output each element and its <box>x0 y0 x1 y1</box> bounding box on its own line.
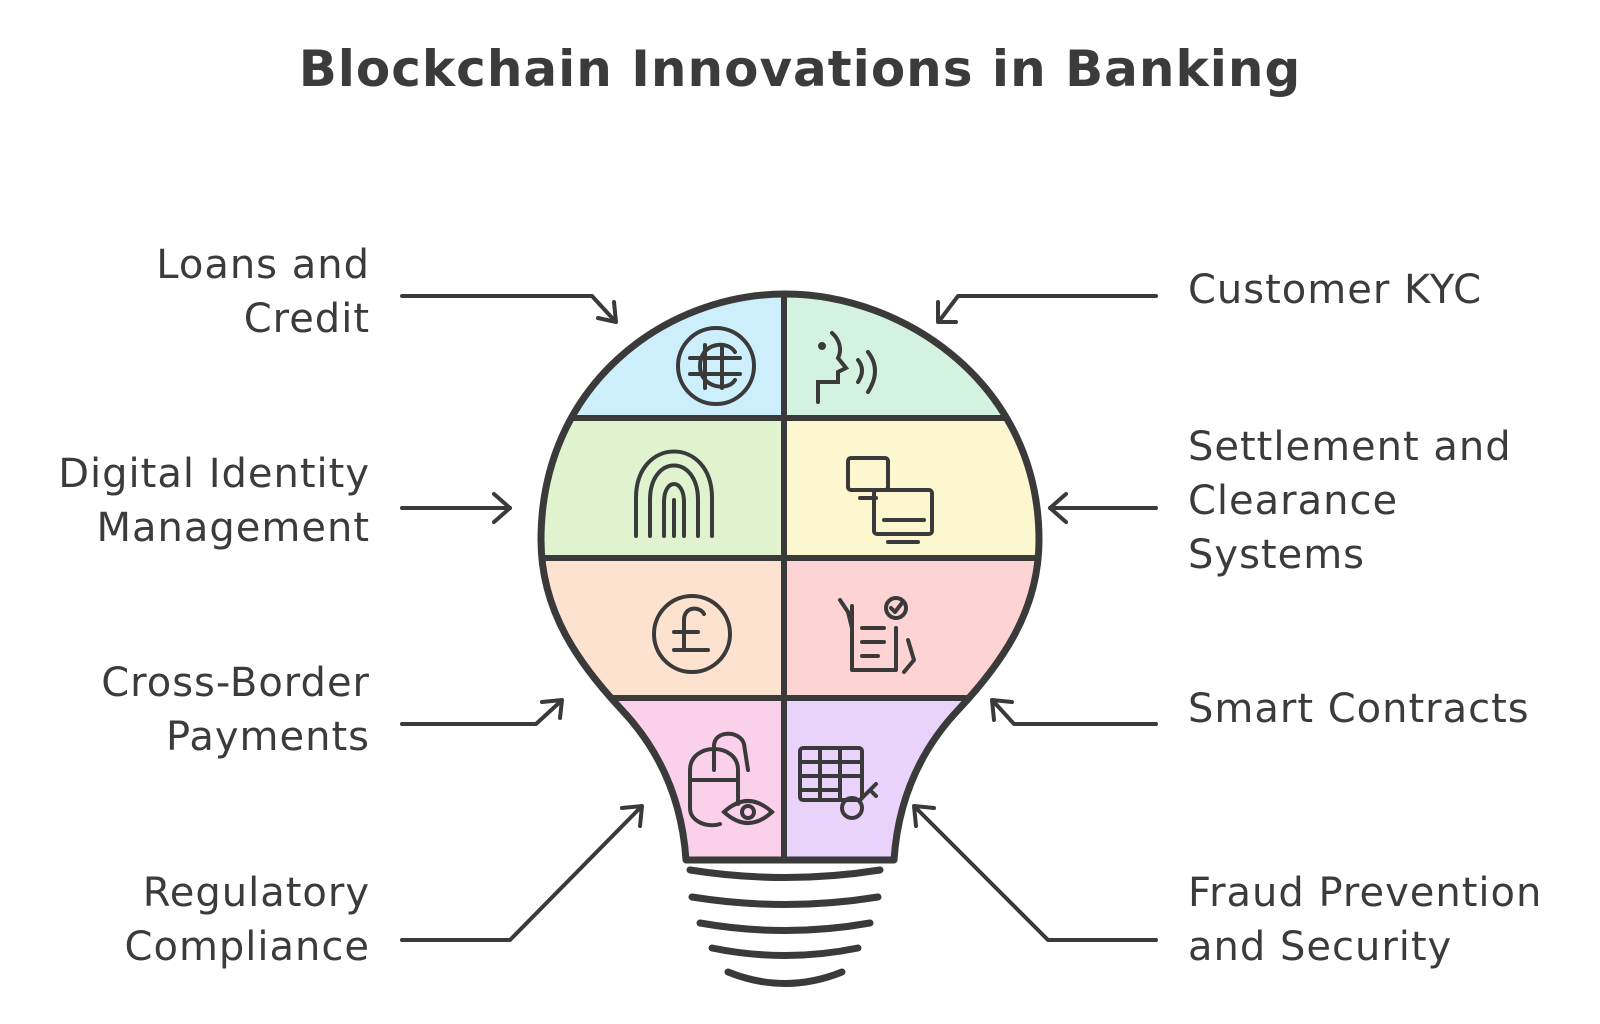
connected-monitors-icon <box>846 456 934 544</box>
arrow-kyc <box>938 294 1158 322</box>
signed-document-icon <box>838 596 916 674</box>
arrow-compliance <box>400 806 642 942</box>
bulb-segments <box>541 294 1039 860</box>
segment-loans <box>541 294 784 418</box>
arrow-payments <box>400 700 562 726</box>
bulb-base <box>686 866 884 987</box>
segment-kyc <box>784 294 1039 418</box>
segment-compliance <box>541 698 784 860</box>
label-regulatory-compliance: Regulatory Compliance <box>124 870 370 970</box>
segment-identity <box>541 418 784 558</box>
label-digital-identity: Digital Identity Management <box>58 451 370 551</box>
voice-profile-icon <box>816 331 877 404</box>
arrow-contracts <box>992 700 1158 726</box>
arrow-loans <box>400 294 616 322</box>
label-loans-and-credit: Loans and Credit <box>156 242 370 342</box>
coin-symbol-icon <box>676 326 756 406</box>
pound-coin-icon <box>652 594 732 674</box>
fingerprint-icon <box>634 449 714 538</box>
label-smart-contracts: Smart Contracts <box>1188 686 1530 732</box>
connector-arrows <box>400 294 1158 942</box>
mouse-eye-icon <box>688 731 775 828</box>
label-fraud-prevention: Fraud Prevention and Security <box>1188 870 1543 970</box>
bulb-outline <box>537 290 1043 864</box>
diagram-title: Blockchain Innovations in Banking <box>298 40 1302 98</box>
table-key-icon <box>798 746 878 820</box>
label-customer-kyc: Customer KYC <box>1188 267 1482 313</box>
label-settlement-clearance: Settlement and Clearance Systems <box>1188 424 1512 578</box>
segment-contracts <box>784 558 1039 698</box>
segment-payments <box>541 558 784 698</box>
arrow-fraud <box>914 806 1158 942</box>
label-cross-border-payments: Cross-Border Payments <box>101 660 370 760</box>
